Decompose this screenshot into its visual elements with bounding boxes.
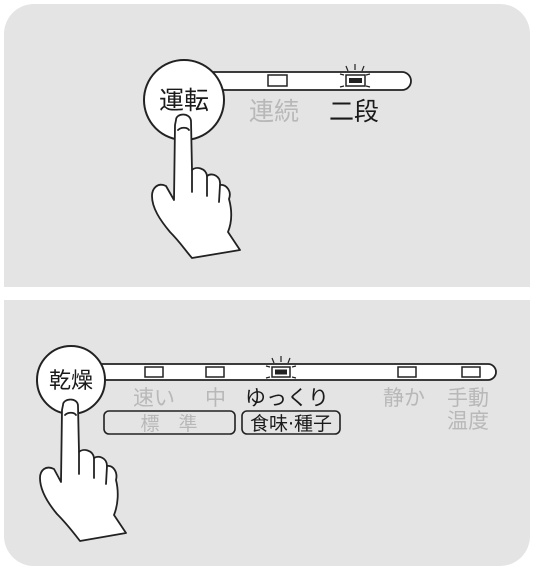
mode-label-fast: 速い [133, 386, 175, 410]
mode-label-temperature: 温度 [447, 409, 489, 433]
mode-label-quiet: 静か [383, 386, 425, 410]
indicator-strip [99, 363, 497, 381]
mode-label-continuous: 連続 [249, 97, 299, 126]
indicator-lamp-icon [267, 74, 288, 87]
dry-button-label: 乾燥 [49, 369, 93, 394]
indicator-strip [204, 71, 412, 91]
hand-press-icon [39, 398, 127, 542]
group-label-standard: 標 準 [140, 413, 197, 435]
indicator-lamp-icon [205, 366, 225, 378]
mode-label-medium: 中 [205, 386, 226, 410]
lamp-glow-icon [339, 64, 371, 88]
group-box-seed [241, 410, 341, 435]
hand-press-icon [151, 113, 241, 259]
group-box-standard [103, 410, 236, 435]
operation-panel [4, 4, 530, 287]
mode-label-slow: ゆっくり [245, 386, 329, 410]
indicator-lamp-icon [461, 366, 481, 378]
indicator-lamp-icon [397, 366, 417, 378]
lamp-glow-icon [265, 356, 297, 379]
group-label-seed: 食味·種子 [250, 413, 332, 435]
mode-label-manual: 手動 [447, 386, 489, 410]
operation-button-label: 運転 [159, 86, 209, 115]
mode-label-two-stage: 二段 [329, 97, 379, 126]
indicator-lamp-icon [144, 366, 164, 378]
